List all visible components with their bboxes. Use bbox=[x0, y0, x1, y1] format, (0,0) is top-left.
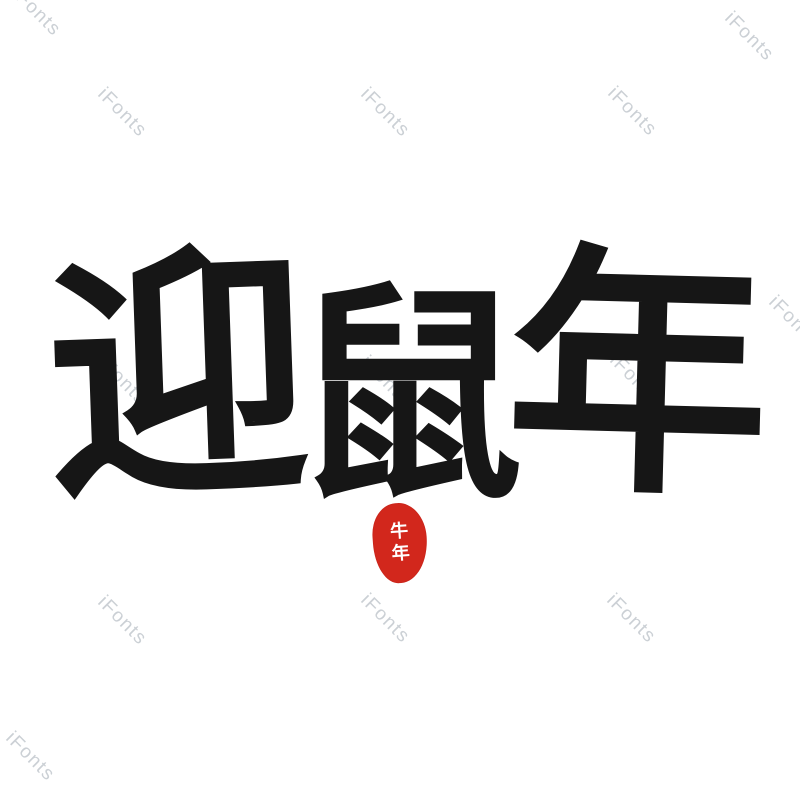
watermark-text: iFonts bbox=[602, 589, 661, 648]
watermark-text: iFonts bbox=[356, 589, 415, 648]
seal-char-niu: 牛 bbox=[389, 520, 409, 543]
calligraphy-char-ying: 迎 bbox=[41, 218, 299, 536]
watermark-text: iFonts bbox=[93, 591, 152, 650]
watermark-text: iFonts bbox=[356, 83, 415, 142]
seal-char-nian: 年 bbox=[390, 541, 411, 565]
watermark-text: iFonts bbox=[1, 727, 60, 786]
watermark-text: iFonts bbox=[603, 82, 662, 141]
watermark-text: iFonts bbox=[7, 0, 66, 41]
calligraphy-title: 迎鼠年 bbox=[0, 217, 800, 535]
calligraphy-char-shu: 鼠 bbox=[292, 262, 524, 532]
watermark-text: iFonts bbox=[720, 7, 779, 66]
calligraphy-char-nian: 年 bbox=[503, 217, 758, 533]
watermark-text: iFonts bbox=[93, 83, 152, 142]
